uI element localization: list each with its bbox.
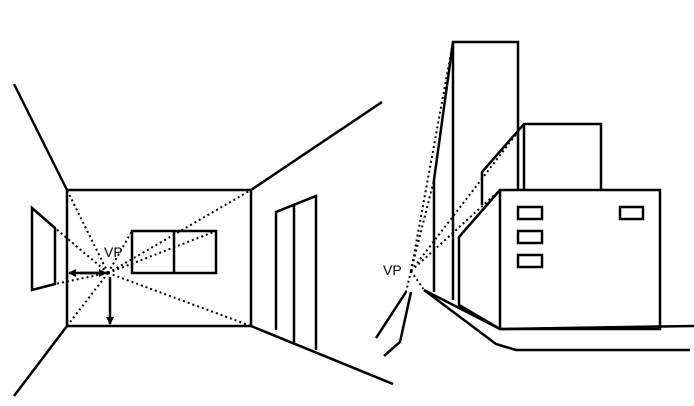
- vanishing-line: [107, 272, 252, 327]
- buildings-perspective: [374, 40, 694, 357]
- distance-arrows: [68, 269, 114, 325]
- vanishing-line: [54, 227, 109, 274]
- building-window: [618, 205, 645, 221]
- left-wall-window: [30, 205, 57, 292]
- front-building-side: [457, 189, 501, 331]
- right-wall-door: [274, 194, 318, 350]
- corner-edge-top-right: [250, 100, 383, 192]
- vanishing-lines-left: [54, 189, 252, 327]
- vanishing-line: [410, 179, 435, 272]
- tall-tower: [451, 40, 520, 300]
- corner-edge-bottom-left: [13, 325, 68, 397]
- sidewalk-edge: [423, 288, 694, 331]
- building-window: [516, 229, 544, 245]
- vanishing-line: [405, 270, 412, 293]
- vanishing-line: [410, 189, 501, 272]
- vp-label-left: VP: [104, 244, 123, 260]
- vanishing-line: [66, 189, 109, 274]
- vanishing-line: [107, 230, 217, 274]
- vanishing-line: [410, 123, 525, 272]
- room-perspective: [12, 83, 394, 397]
- road-line-left: [374, 291, 408, 339]
- vanishing-line: [410, 270, 425, 291]
- corner-edge-bottom-right: [250, 324, 394, 386]
- road-line-left-bend: [383, 291, 413, 357]
- vanishing-line: [66, 272, 109, 327]
- tall-tower-side-edge: [432, 41, 455, 181]
- building-window: [516, 253, 544, 269]
- road-edge: [423, 289, 690, 352]
- front-building-face: [498, 188, 662, 331]
- building-window: [516, 205, 544, 221]
- vanishing-line: [54, 272, 109, 285]
- vanishing-line: [107, 230, 133, 274]
- vanishing-lines-right: [405, 41, 525, 293]
- back-wall: [65, 188, 253, 328]
- vanishing-line: [410, 41, 454, 272]
- corner-edge-top-left: [12, 83, 69, 191]
- vp-label-right: VP: [383, 262, 402, 278]
